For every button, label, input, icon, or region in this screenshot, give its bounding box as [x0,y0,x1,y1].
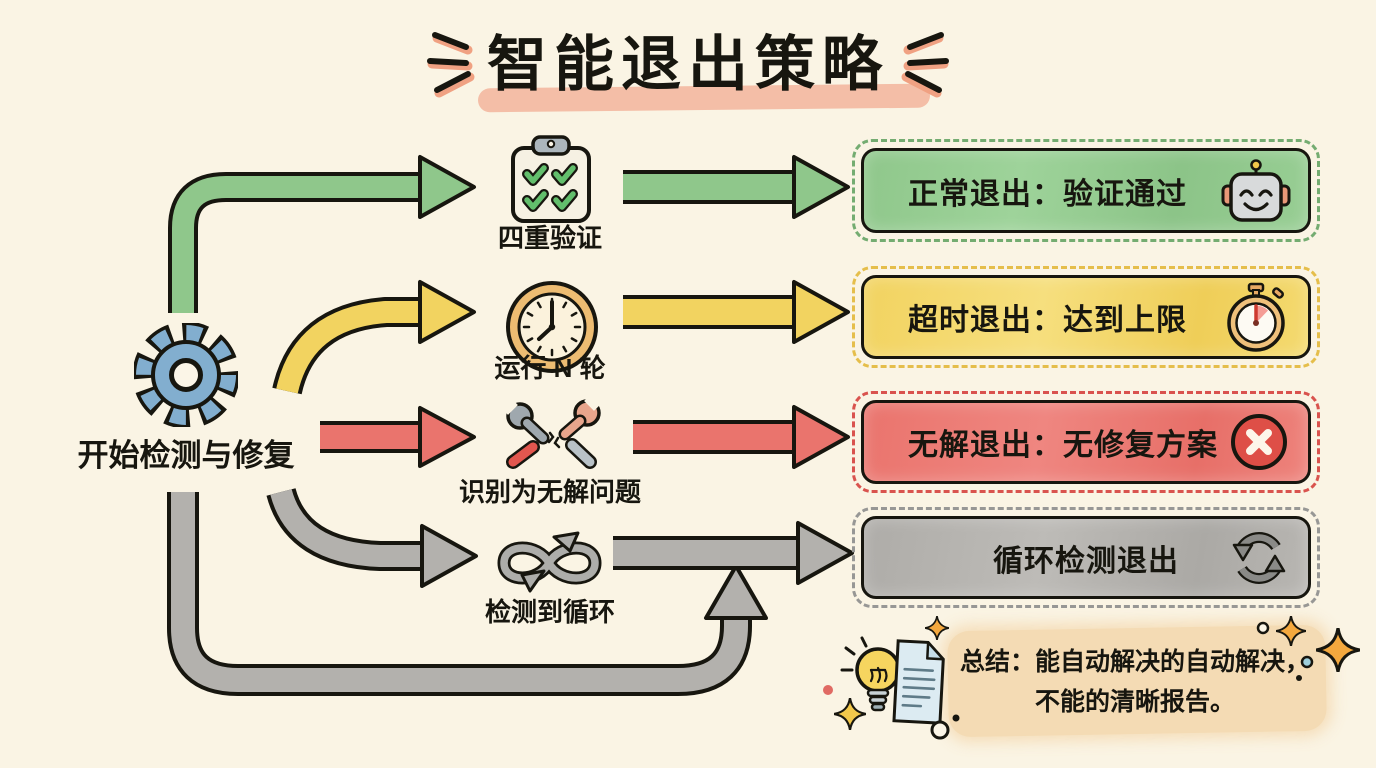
sparkle-star-icon [925,616,949,640]
exit-box-normal-body: 正常退出：验证通过 [861,148,1311,233]
mid-label-tools: 识别为无解问题 [458,477,641,507]
summary-line2: 不能的清晰报告。 [1034,688,1235,716]
summary-line1: 总结：能自动解决的自动解决， [959,648,1310,676]
arrow-tools-to-unsolvable-exit [633,405,850,469]
mid-label-infinity: 检测到循环 [484,597,615,627]
exit-box-loop-label: 循环检测退出 [993,544,1179,578]
broken-tools-icon [498,396,604,469]
exit-box-unsolvable-label: 无解退出：无修复方案 [908,429,1218,462]
gear-icon [134,323,238,427]
start-node-label: 开始检测与修复 [77,438,295,473]
arrow-infinity-to-loop-exit [613,521,854,585]
page-title-wrap: 智能退出策略 [0,16,1376,113]
infinity-icon [497,531,602,593]
arrow-start-to-clock [272,280,476,395]
cycle-icon [1232,531,1286,584]
sparkle-dots [823,685,960,740]
arrow-checklist-to-normal-exit [623,155,850,219]
mid-label-clock: 运行 N 轮 [494,353,606,383]
exit-box-timeout-label: 超时退出：达到上限 [908,304,1187,337]
document-icon [892,639,945,725]
page-title: 智能退出策略 [487,31,889,98]
loop-back-arrow [167,492,768,696]
exit-box-timeout: 超时退出：达到上限 [852,266,1320,368]
sparkle-star-icon [834,698,866,730]
stopwatch-icon [1227,282,1285,352]
clock-icon [506,281,598,373]
arrow-start-to-checklist [168,155,476,313]
arrow-start-to-tools [320,406,476,468]
exit-box-unsolvable: 无解退出：无修复方案 [852,391,1320,493]
robot-icon [1221,158,1291,222]
exit-box-normal-label: 正常退出：验证通过 [908,177,1187,211]
title-emphasis-right-icon [901,32,949,98]
exit-box-unsolvable-body: 无解退出：无修复方案 [861,400,1311,484]
exit-box-timeout-body: 超时退出：达到上限 [861,275,1311,359]
lightbulb-icon [840,636,901,712]
checklist-icon [511,135,591,223]
summary-text: 总结：能自动解决的自动解决， 不能的清晰报告。 [950,642,1320,722]
mid-label-checklist: 四重验证 [497,223,602,253]
exit-box-loop: 循环检测退出 [852,507,1320,608]
exit-box-loop-body: 循环检测退出 [861,516,1311,599]
arrow-start-to-infinity [266,487,478,588]
sparkle-star-icon [1316,628,1360,672]
sparkle-star-icon [1276,616,1306,646]
x-circle-icon [1231,414,1287,470]
title-emphasis-left-icon [427,32,475,98]
exit-box-normal: 正常退出：验证通过 [852,139,1320,242]
arrow-clock-to-timeout-exit [623,280,850,344]
sparkle-dots [1256,621,1314,681]
